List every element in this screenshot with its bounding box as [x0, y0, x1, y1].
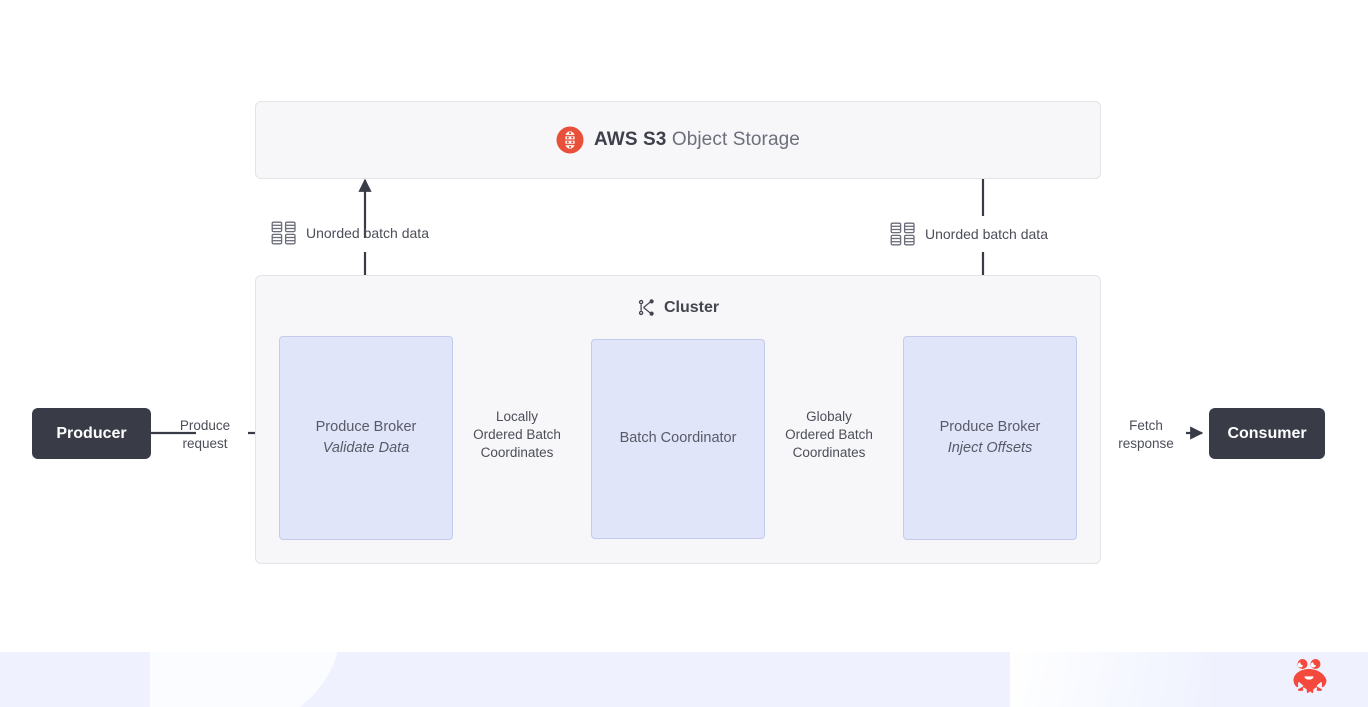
batch-data-label-left-text: Unorded batch data: [306, 225, 429, 241]
node-title: Produce Broker: [315, 418, 417, 435]
aws-s3-title-light: Object Storage: [666, 129, 800, 150]
footer-decorative-shape-left: [150, 652, 340, 707]
batch-data-label-right-text: Unorded batch data: [925, 226, 1048, 242]
edge-label-locally-ordered-batch-coordinates: Locally Ordered Batch Coordinates: [473, 409, 561, 461]
endpoint-producer-label: Producer: [56, 424, 127, 442]
cluster-label: Cluster: [663, 298, 720, 316]
cluster-header: Cluster: [256, 298, 1100, 317]
database-grid-icon: [890, 222, 915, 246]
edge-label-globaly-ordered-batch-coordinates: Globaly Ordered Batch Coordinates: [785, 409, 873, 461]
aws-s3-icon: [556, 126, 584, 154]
node-batch-coordinator[interactable]: Batch Coordinator: [591, 339, 765, 539]
aws-s3-title: AWS S3 Object Storage: [594, 129, 800, 151]
aws-s3-container: AWS S3 Object Storage: [255, 101, 1101, 179]
edge-label-fetch-response: Fetch response: [1118, 418, 1174, 452]
endpoint-consumer-label: Consumer: [1227, 424, 1307, 442]
database-grid-icon: [271, 221, 296, 245]
batch-data-label-left: Unorded batch data: [271, 221, 429, 245]
footer-band: [0, 652, 1368, 707]
batch-data-label-right: Unorded batch data: [890, 222, 1048, 246]
aws-s3-title-row: AWS S3 Object Storage: [556, 126, 800, 154]
node-title: Produce Broker: [939, 418, 1041, 435]
node-subtitle: Inject Offsets: [947, 440, 1033, 456]
node-produce-broker-validate-data[interactable]: Produce Broker Validate Data: [279, 336, 453, 540]
node-produce-broker-inject-offsets[interactable]: Produce Broker Inject Offsets: [903, 336, 1077, 540]
endpoint-producer[interactable]: Producer: [32, 408, 151, 459]
aws-s3-title-strong: AWS S3: [594, 129, 667, 150]
node-title: Batch Coordinator: [619, 430, 737, 447]
crab-logo-icon: [1293, 659, 1327, 694]
edge-label-produce-request: Produce request: [179, 418, 231, 452]
endpoint-consumer[interactable]: Consumer: [1209, 408, 1325, 459]
node-subtitle: Validate Data: [322, 440, 410, 456]
cluster-network-icon: [638, 299, 654, 316]
footer-decorative-shape-right: [1010, 652, 1210, 707]
